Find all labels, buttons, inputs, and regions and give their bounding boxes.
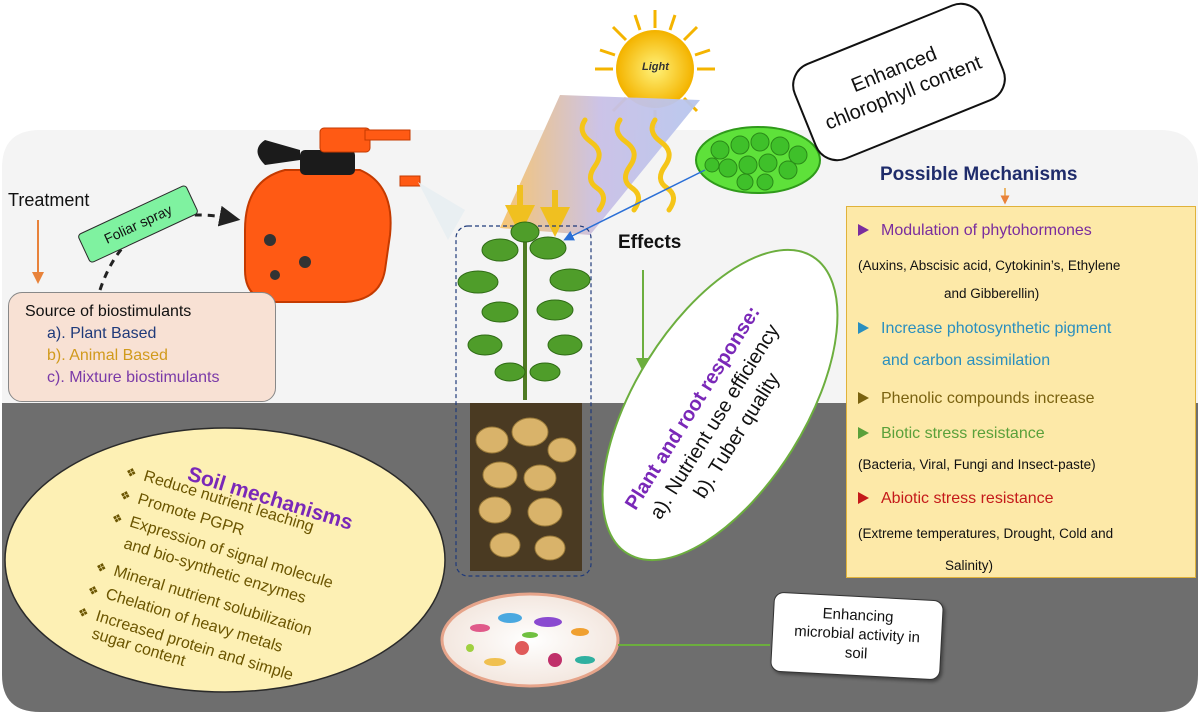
possible-mechanisms-box (846, 206, 1196, 578)
source-item-mixture: c). Mixture biostimulants (47, 369, 220, 386)
source-box: Source of biostimulants a). Plant Based … (8, 292, 276, 402)
mechanism-line: and Gibberellin) (944, 286, 1039, 301)
mechanism-line: Salinity) (945, 558, 993, 573)
mechanism-text: and Gibberellin) (944, 286, 1040, 301)
mechanism-text: Modulation of phytohormones (881, 222, 1092, 239)
source-item-plant: a). Plant Based (47, 325, 157, 342)
mechanism-line: (Extreme temperatures, Drought, Cold and (858, 526, 1113, 541)
mechanism-line: and carbon assimilation (882, 352, 1050, 370)
potato-plant-illustration (457, 221, 591, 400)
effects-label: Effects (618, 232, 682, 253)
arrow-bullet-icon (858, 491, 869, 504)
mechanism-text: Phenolic compounds increase (881, 390, 1095, 407)
microbe-dish-illustration (440, 592, 620, 688)
mechanism-line: Increase photosynthetic pigment (858, 320, 1111, 338)
soil-mechanisms-ellipse (4, 427, 446, 693)
mechanism-text: (Auxins, Abscisic acid, Cytokinin’s, Eth… (858, 258, 1121, 273)
mechanism-line: Biotic stress resistance (858, 425, 1045, 443)
mechanism-text: and carbon assimilation (882, 352, 1051, 369)
source-title: Source of biostimulants (25, 303, 192, 320)
mechanism-text: (Extreme temperatures, Drought, Cold and (858, 526, 1114, 541)
mechanism-line: (Bacteria, Viral, Fungi and Insect-paste… (858, 457, 1096, 472)
treatment-label: Treatment (8, 190, 90, 210)
mechanism-line: (Auxins, Abscisic acid, Cytokinin’s, Eth… (858, 258, 1120, 273)
clover-bullet-icon: ❖ (75, 604, 91, 621)
source-item-animal: b). Animal Based (47, 347, 168, 364)
microbial-activity-callout: Enhancing microbial activity in soil (770, 591, 944, 681)
mechanism-line: Abiotic stress resistance (858, 490, 1054, 508)
clover-bullet-icon: ❖ (85, 582, 101, 599)
clover-bullet-icon: ❖ (93, 559, 109, 576)
arrow-bullet-icon (858, 426, 869, 439)
clover-bullet-icon: ❖ (117, 487, 133, 504)
arrow-bullet-icon (858, 223, 869, 236)
mechanism-text: Abiotic stress resistance (881, 490, 1054, 507)
mechanism-text: Increase photosynthetic pigment (881, 320, 1112, 337)
arrow-bullet-icon (858, 391, 869, 404)
mechanism-text: Salinity) (945, 558, 994, 573)
sprayer-illustration (244, 127, 421, 303)
tubers-illustration (470, 403, 582, 571)
arrow-bullet-icon (858, 321, 869, 334)
plant-response-ellipse (601, 248, 839, 562)
possible-mechanisms-title: Possible Mechanisms (880, 164, 1078, 185)
mechanism-text: Biotic stress resistance (881, 425, 1045, 442)
light-rays (579, 117, 676, 213)
mechanism-line: Phenolic compounds increase (858, 390, 1094, 408)
spray-mist (418, 182, 465, 240)
light-label: Light (642, 61, 669, 73)
mechanism-line: Modulation of phytohormones (858, 222, 1092, 240)
mechanism-text: (Bacteria, Viral, Fungi and Insect-paste… (858, 457, 1096, 472)
chloroplast-illustration (695, 126, 821, 194)
clover-bullet-icon: ❖ (109, 510, 125, 527)
clover-bullet-icon: ❖ (123, 464, 139, 481)
